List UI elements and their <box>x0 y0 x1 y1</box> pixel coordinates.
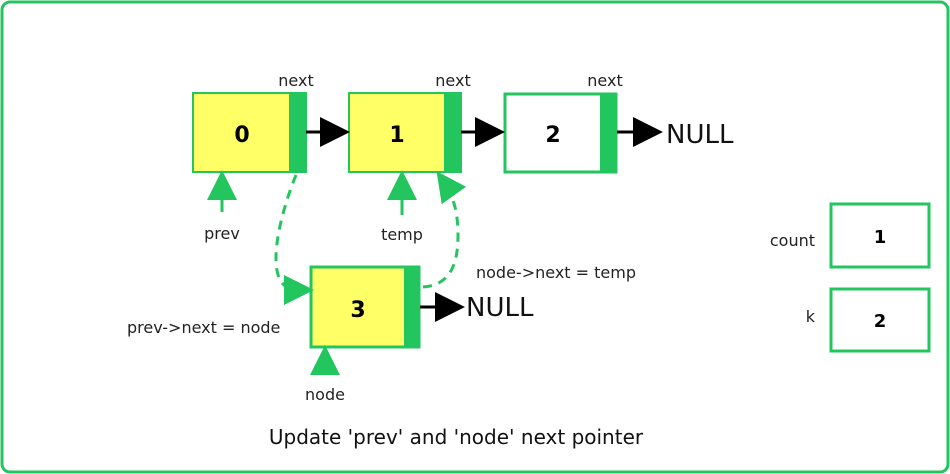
next-field <box>444 93 461 172</box>
node-value: 1 <box>389 123 404 148</box>
node-0: 0 next <box>192 71 314 173</box>
variable-k: k 2 <box>806 287 931 353</box>
variable-value: 2 <box>874 311 887 332</box>
node-1: 1 next <box>348 71 471 173</box>
next-field <box>404 267 420 348</box>
node-value: 2 <box>545 123 560 148</box>
next-label: next <box>587 71 622 90</box>
next-field <box>289 93 306 172</box>
node-2: 2 next <box>503 71 623 174</box>
caption: Update 'prev' and 'node' next pointer <box>269 425 644 449</box>
temp-label: temp <box>381 225 423 244</box>
next-label: next <box>435 71 470 90</box>
prev-label: prev <box>204 224 240 243</box>
variable-name: k <box>806 307 816 326</box>
next-label: next <box>278 71 313 90</box>
variable-value: 1 <box>874 227 887 248</box>
node-next-annotation: node->next = temp <box>476 263 636 282</box>
prev-next-dashed-arrow <box>274 174 314 305</box>
prev-next-annotation: prev->next = node <box>127 318 280 337</box>
variable-name: count <box>770 231 815 250</box>
variable-count: count 1 <box>770 202 931 269</box>
null-label: NULL <box>666 120 734 150</box>
node-3: 3 <box>309 265 421 349</box>
node-label: node <box>305 385 345 404</box>
node-next-dashed-arrow <box>422 171 467 289</box>
node-value: 0 <box>234 123 249 148</box>
next-field <box>600 93 617 172</box>
node-value: 3 <box>350 298 365 323</box>
null-label-node: NULL <box>466 293 534 323</box>
